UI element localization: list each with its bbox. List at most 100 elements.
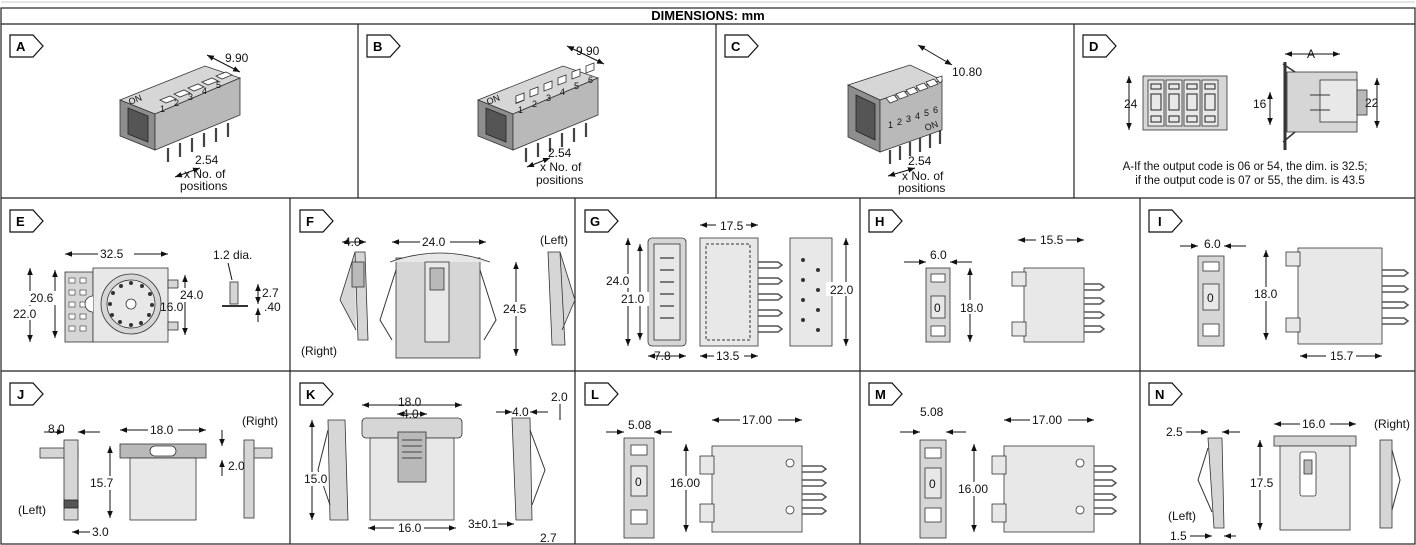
panels-F-w1-label: 4.0 — [344, 235, 361, 249]
panels-I-h-label: 18.0 — [1254, 287, 1278, 301]
tag-N: N — [1148, 382, 1183, 406]
panels-C-width-label: 10.80 — [952, 65, 982, 79]
tag-F: F — [299, 209, 334, 233]
panel-k-drawing: 18.0 4.0 15.0 16.0 4.0 2.0 3±0.1 2.7 — [302, 390, 568, 545]
panels-M-w1-label: 5.08 — [920, 405, 944, 419]
tag-K: K — [299, 382, 334, 406]
panels-K-w_pin-label: 3±0.1 — [468, 517, 498, 531]
panels-A-positions-3-label: 4 — [202, 86, 207, 96]
panels-C-on-label: ON — [923, 119, 939, 133]
panels-L-w2-label: 17.00 — [742, 413, 772, 427]
panels-C-positions-2-label: 3 — [906, 114, 911, 124]
panels-E-w-label: 32.5 — [100, 247, 124, 261]
panels-K-w_top-label: 18.0 — [398, 395, 422, 409]
panels-F-h-label: 24.5 — [503, 302, 527, 316]
panels-F-w2-label: 24.0 — [422, 235, 446, 249]
panels-A-width-label: 9.90 — [225, 51, 249, 65]
panels-N-right-label: (Right) — [1374, 417, 1410, 431]
panels-H-digit-label: 0 — [934, 301, 941, 315]
panels-M-h-label: 16.00 — [958, 482, 988, 496]
panels-A-positions-2-label: 3 — [188, 92, 193, 102]
panels-D-h3-label: 22 — [1365, 96, 1379, 110]
panels-G-w1-label: 7.8 — [654, 349, 671, 363]
panels-B-positions-1-label: 2 — [532, 99, 537, 109]
panels-L-tag-label: L — [591, 387, 599, 402]
panels-E-pin_h1-label: 2.7 — [262, 286, 279, 300]
tag-J: J — [9, 382, 44, 406]
panels-A-positions-4-label: 5 — [216, 80, 221, 90]
panels-C-positions-4-label: 5 — [924, 108, 929, 118]
panels-H-w2-label: 15.5 — [1040, 233, 1064, 247]
panels-M-digit-label: 0 — [929, 477, 936, 491]
tag-L: L — [584, 382, 619, 406]
panels-B-pitch_note1-label: x No. of — [540, 160, 582, 174]
panels-C-tag-label: C — [731, 39, 741, 54]
panels-J-right-label: (Right) — [242, 414, 278, 428]
panels-N-left-label: (Left) — [1168, 509, 1196, 523]
panel-c-drawing: 1 2 3 4 5 6 ON 10.80 2.54 x No. of posit… — [846, 44, 982, 195]
panels-B-positions-3-label: 4 — [560, 87, 565, 97]
panel-f-drawing: 4.0 24.0 24.5 (Left) (Right) — [301, 233, 576, 359]
panels-J-h2-label: 2.0 — [228, 459, 245, 473]
panels-L-digit-label: 0 — [635, 475, 642, 489]
panels-G-w_top-label: 17.5 — [720, 219, 744, 233]
panels-I-digit-label: 0 — [1207, 291, 1214, 305]
panels-B-positions-4-label: 5 — [574, 81, 579, 91]
panels-J-left-label: (Left) — [18, 503, 46, 517]
header-title: DIMENSIONS: mm — [651, 8, 764, 23]
panels-E-pin_h2-label: .40 — [264, 300, 281, 314]
panel-tags: A B C D E F G H I J K L M N — [9, 34, 1183, 406]
panel-n-drawing: 2.5 16.0 17.5 1.5 (Right) (Left) — [1166, 417, 1410, 543]
tag-C: C — [724, 34, 759, 58]
tag-A: A — [9, 34, 44, 58]
panels-B-width-label: 9.90 — [576, 44, 600, 58]
panels-I-tag-label: I — [1158, 214, 1162, 229]
panels-J-h-label: 15.7 — [90, 476, 114, 490]
panels-I-w2-label: 15.7 — [1330, 349, 1354, 363]
panel-g-drawing: 17.5 24.0 21.0 22.0 7.8 13.5 — [604, 218, 856, 364]
panels-J-w3-label: 3.0 — [92, 525, 109, 539]
panels-N-h-label: 17.5 — [1250, 476, 1274, 490]
panels-C-pitch_note1-label: x No. of — [902, 169, 944, 183]
panel-l-drawing: 0 5.08 17.00 16.00 — [606, 413, 828, 539]
panels-B-on-label: ON — [485, 93, 501, 107]
panels-G-tag-label: G — [590, 214, 600, 229]
panels-G-h1-label: 24.0 — [606, 274, 630, 288]
panels-M-tag-label: M — [875, 387, 886, 402]
panels-G-w2-label: 13.5 — [716, 349, 740, 363]
panels-K-h_side-label: 2.0 — [551, 390, 568, 404]
panels-G-h3-label: 22.0 — [830, 283, 854, 297]
panels-D-note1-label: A-If the output code is 06 or 54, the di… — [1123, 161, 1368, 173]
panels-A-positions-1-label: 2 — [174, 98, 179, 108]
panels-H-tag-label: H — [875, 214, 884, 229]
panels-J-w1-label: 8.0 — [48, 422, 65, 436]
panels-G-h2-label: 21.0 — [621, 292, 645, 306]
panel-i-drawing: 0 6.0 18.0 15.7 — [1180, 237, 1410, 363]
panels-F-right-label: (Right) — [301, 344, 337, 358]
panels-A-tag-label: A — [16, 39, 26, 54]
tag-H: H — [868, 209, 903, 233]
panel-d-drawing: 24 A 16 22 A-If the output code is 06 or… — [1123, 47, 1380, 187]
panels-C-positions-1-label: 2 — [897, 117, 902, 127]
panel-b-drawing: ON 1 2 3 4 5 6 9.90 2.54 x No. of positi… — [476, 44, 605, 187]
panels-A-pitch-label: 2.54 — [195, 153, 219, 167]
tag-G: G — [584, 209, 619, 233]
panels-E-h_body-label: 24.0 — [180, 288, 204, 302]
panels-C-positions-3-label: 4 — [915, 111, 920, 121]
panels-D-dim_a-label: A — [1307, 47, 1315, 61]
tag-D: D — [1082, 34, 1117, 58]
tag-B: B — [366, 34, 401, 58]
panels-K-w_bot-label: 16.0 — [398, 521, 422, 535]
panels-C-positions-5-label: 6 — [933, 105, 938, 115]
panels-B-tag-label: B — [373, 39, 382, 54]
panel-h-drawing: 0 6.0 18.0 15.5 — [904, 233, 1106, 343]
panels-A-positions-0-label: 1 — [160, 104, 165, 114]
grid-lines — [0, 7, 1416, 545]
panels-E-h_inner-label: 20.6 — [30, 291, 54, 305]
panel-a-drawing: ON 1 2 3 4 5 9.90 2.54 x No. of position… — [118, 51, 249, 193]
tag-M: M — [868, 382, 903, 406]
panel-e-drawing: 32.5 22.0 20.6 24.0 16.0 1.2 dia. 2.7 .4… — [11, 247, 281, 343]
panels-N-w3-label: 1.5 — [1170, 529, 1187, 543]
panels-K-w_mid-label: 4.0 — [402, 407, 419, 421]
